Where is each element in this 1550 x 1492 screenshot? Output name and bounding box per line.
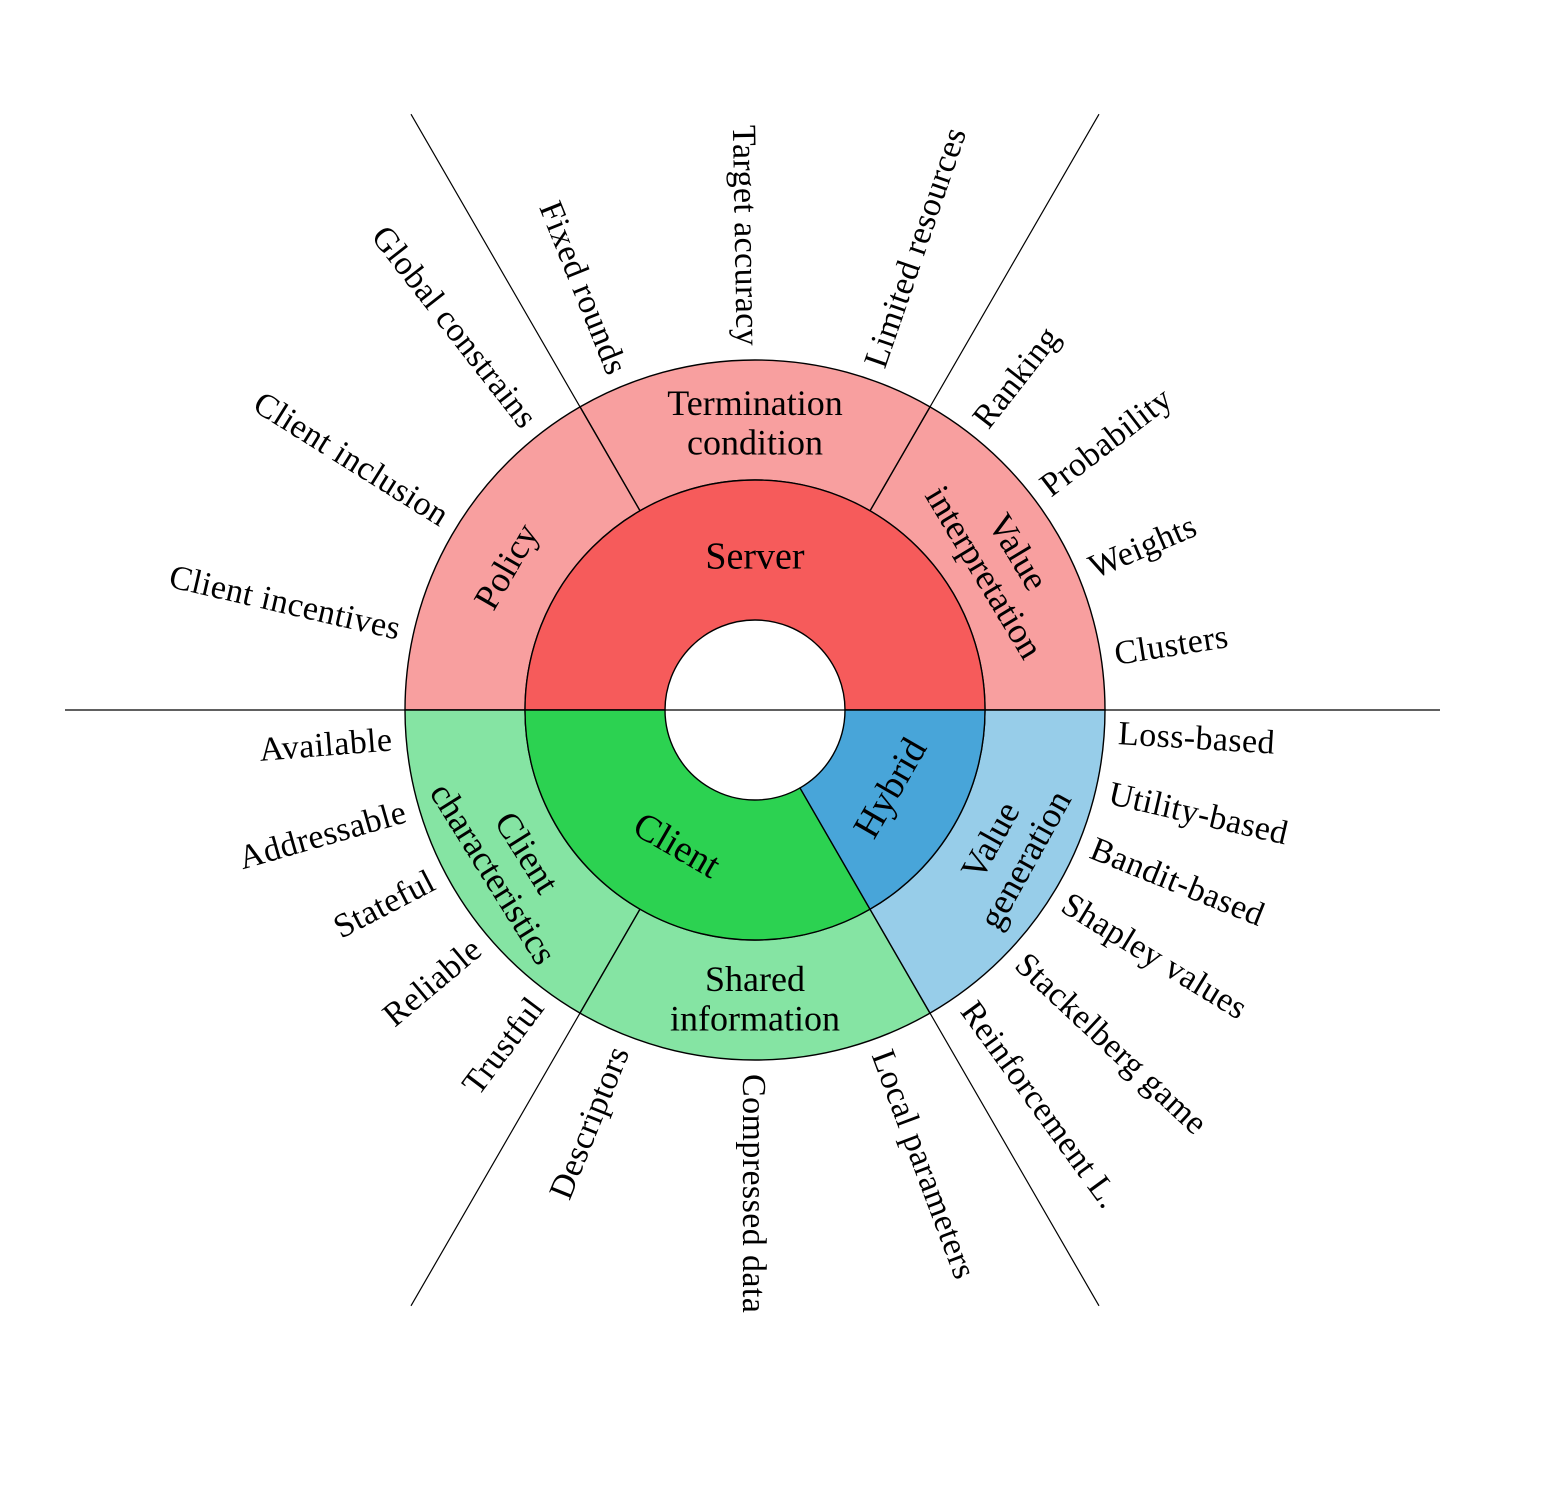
leaf-compressed-data: Compressed data [735, 1074, 772, 1313]
segment-label-server: Server [705, 535, 805, 577]
segment-hybrid [799, 709, 986, 911]
segment-server [524, 479, 986, 711]
leaf-target-accuracy: Target accuracy [725, 125, 766, 347]
segment-client [524, 709, 871, 941]
